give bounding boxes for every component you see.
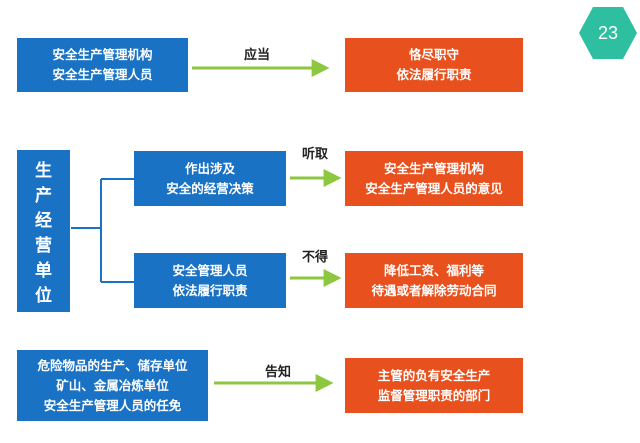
row2a-verb: 听取	[301, 147, 328, 162]
row1-right-line1: 恪尽职守	[408, 47, 459, 62]
row3-verb: 告知	[264, 365, 291, 380]
row2a-left-box: 作出涉及 安全的经营决策	[134, 151, 286, 206]
row3-right-box: 主管的负有安全生产 监督管理职责的部门	[345, 358, 523, 413]
hexagon-shape	[579, 7, 637, 59]
page-number-badge: 23	[578, 6, 638, 60]
side-char-3: 经	[35, 211, 52, 231]
row2a-right-line1: 安全生产管理机构	[383, 160, 484, 176]
row3-right-line1: 主管的负有安全生产	[377, 367, 491, 383]
side-char-4: 营	[35, 236, 52, 256]
row2a-right-box: 安全生产管理机构 安全生产管理人员的意见	[345, 151, 523, 206]
row2b-left-line1: 安全管理人员	[172, 262, 248, 278]
row2b-right-line1: 降低工资、福利等	[383, 262, 484, 278]
row1-left-box: 安全生产管理机构 安全生产管理人员	[17, 38, 188, 92]
side-char-1: 生	[35, 161, 52, 181]
side-char-2: 产	[35, 186, 52, 206]
row3-left-line2: 矿山、金属冶炼单位	[56, 377, 169, 393]
row1-right-line2: 依法履行职责	[396, 67, 472, 82]
row2a-right-line2: 安全生产管理人员的意见	[365, 180, 503, 196]
row1-right-box: 恪尽职守 依法履行职责	[345, 38, 523, 92]
row2b-verb: 不得	[301, 250, 328, 265]
row2-side-box: 生 产 经 营 单 位	[17, 150, 70, 312]
row1-left-line1: 安全生产管理机构	[52, 47, 153, 62]
row2b-right-line2: 待遇或者解除劳动合同	[371, 282, 497, 298]
side-char-5: 单	[35, 261, 52, 281]
side-char-6: 位	[35, 286, 52, 306]
row2b-left-line2: 依法履行职责	[172, 282, 248, 298]
row2b-right-box: 降低工资、福利等 待遇或者解除劳动合同	[345, 253, 523, 308]
row1-verb: 应当	[243, 48, 270, 63]
row3-right-line2: 监督管理职责的部门	[377, 387, 491, 403]
row2b-left-box: 安全管理人员 依法履行职责	[134, 253, 286, 308]
page-number: 23	[597, 23, 619, 43]
row2a-left-line2: 安全的经营决策	[166, 180, 254, 196]
row2a-left-line1: 作出涉及	[184, 160, 235, 176]
row3-left-box: 危险物品的生产、储存单位 矿山、金属冶炼单位 安全生产管理人员的任免	[17, 350, 208, 421]
row3-left-line1: 危险物品的生产、储存单位	[37, 357, 188, 373]
row3-left-line3: 安全生产管理人员的任免	[43, 397, 182, 413]
row1-left-line2: 安全生产管理人员	[52, 67, 153, 82]
